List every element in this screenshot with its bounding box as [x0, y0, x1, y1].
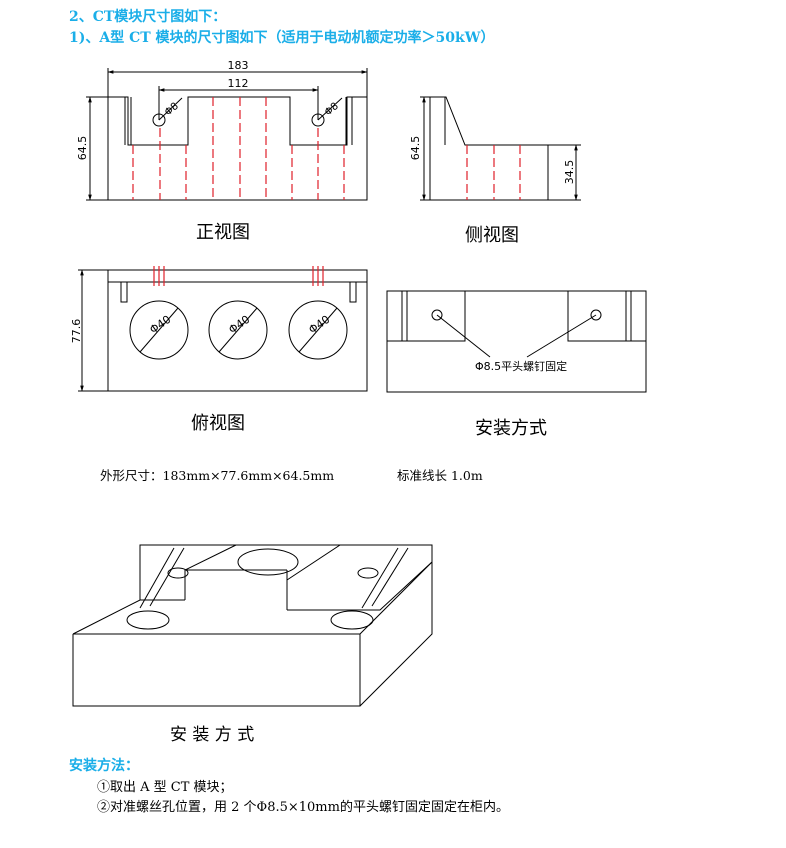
iso-view-drawing — [72, 544, 433, 707]
specs-dimensions: 外形尺寸：183mm×77.6mm×64.5mm — [100, 468, 335, 483]
front-dim-overall: 183 — [228, 59, 249, 72]
install-screw-label: Φ8.5平头螺钉固定 — [475, 359, 567, 373]
install-view-caption: 安装方式 — [475, 418, 547, 439]
front-view-hidden-lines — [132, 97, 345, 200]
side-dim-height: 64.5 — [409, 136, 422, 161]
top-hole-3-label: Φ40 — [306, 313, 332, 337]
front-hole-right-label: Φ8 — [323, 101, 341, 119]
front-dim-height: 64.5 — [76, 136, 89, 161]
sub-heading: 1)、A型 CT 模块的尺寸图如下（适用于电动机额定功率＞50kW） — [69, 30, 495, 46]
front-dim-inner: 112 — [228, 77, 249, 90]
install-view-drawing — [386, 290, 647, 393]
top-dim-height: 77.6 — [70, 319, 83, 344]
front-hole-left-label: Φ8 — [163, 101, 181, 119]
front-view-caption: 正视图 — [196, 222, 250, 243]
top-hole-1-label: Φ40 — [147, 313, 173, 337]
top-view-caption: 俯视图 — [191, 413, 245, 434]
side-view-caption: 侧视图 — [465, 225, 519, 246]
install-method-heading: 安装方法： — [69, 758, 139, 774]
side-view-hidden-lines — [466, 145, 521, 200]
side-dim-step: 34.5 — [563, 160, 576, 185]
front-view-drawing — [86, 68, 368, 201]
side-view-drawing — [420, 96, 581, 201]
install-step-2: ②对准螺丝孔位置，用 2 个Φ8.5×10mm的平头螺钉固定固定在柜内。 — [97, 800, 509, 815]
iso-view-caption: 安 装 方 式 — [170, 725, 255, 745]
top-hole-2-label: Φ40 — [226, 313, 252, 337]
specs-wire-length: 标准线长 1.0m — [397, 468, 483, 483]
section-heading: 2、CT模块尺寸图如下： — [69, 9, 227, 25]
install-step-1: ①取出 A 型 CT 模块； — [97, 780, 233, 795]
top-view-hidden-lines — [153, 266, 324, 286]
top-view-drawing — [78, 269, 368, 392]
